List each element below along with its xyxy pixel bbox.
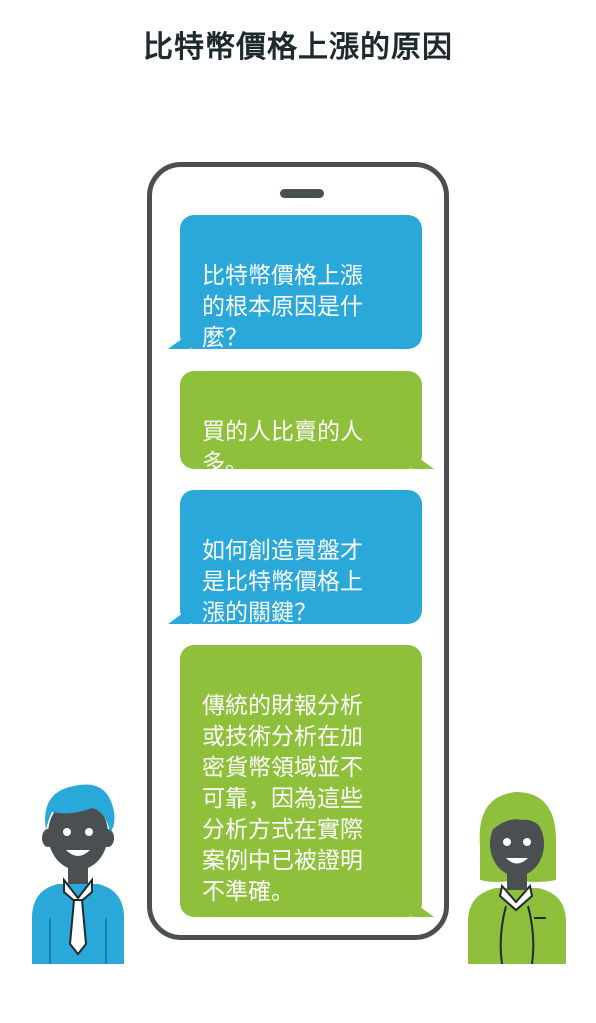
bubble-tail [412, 901, 434, 917]
woman-avatar-icon [468, 792, 566, 964]
phone-frame: 比特幣價格上漲 的根本原因是什 麼？ 買的人比賣的人 多。 如何創造買盤才 是比… [147, 162, 449, 940]
chat-bubble-answer-1: 買的人比賣的人 多。 [180, 371, 434, 476]
chat-bubble-answer-2: 傳統的財報分析 或技術分析在加 密貨幣領域並不 可靠，因為這些 分析方式在實際 … [180, 645, 434, 917]
chat-bubble-question-1: 比特幣價格上漲 的根本原因是什 麼？ [168, 215, 422, 351]
phone-speaker [280, 189, 324, 198]
chat-bubble-text: 比特幣價格上漲 的根本原因是什 麼？ [202, 263, 363, 351]
bubble-tail [412, 453, 434, 469]
bubble-tail [168, 608, 190, 624]
page-title: 比特幣價格上漲的原因 [143, 30, 453, 65]
chat-bubble-text: 買的人比賣的人 多。 [202, 419, 363, 476]
chat-bubble-question-2: 如何創造買盤才 是比特幣價格上 漲的關鍵？ [168, 490, 422, 626]
man-avatar-icon [32, 784, 124, 964]
chat-bubble-text: 傳統的財報分析 或技術分析在加 密貨幣領域並不 可靠，因為這些 分析方式在實際 … [202, 693, 363, 905]
bubble-tail [168, 333, 190, 349]
chat-bubble-text: 如何創造買盤才 是比特幣價格上 漲的關鍵？ [202, 538, 363, 626]
